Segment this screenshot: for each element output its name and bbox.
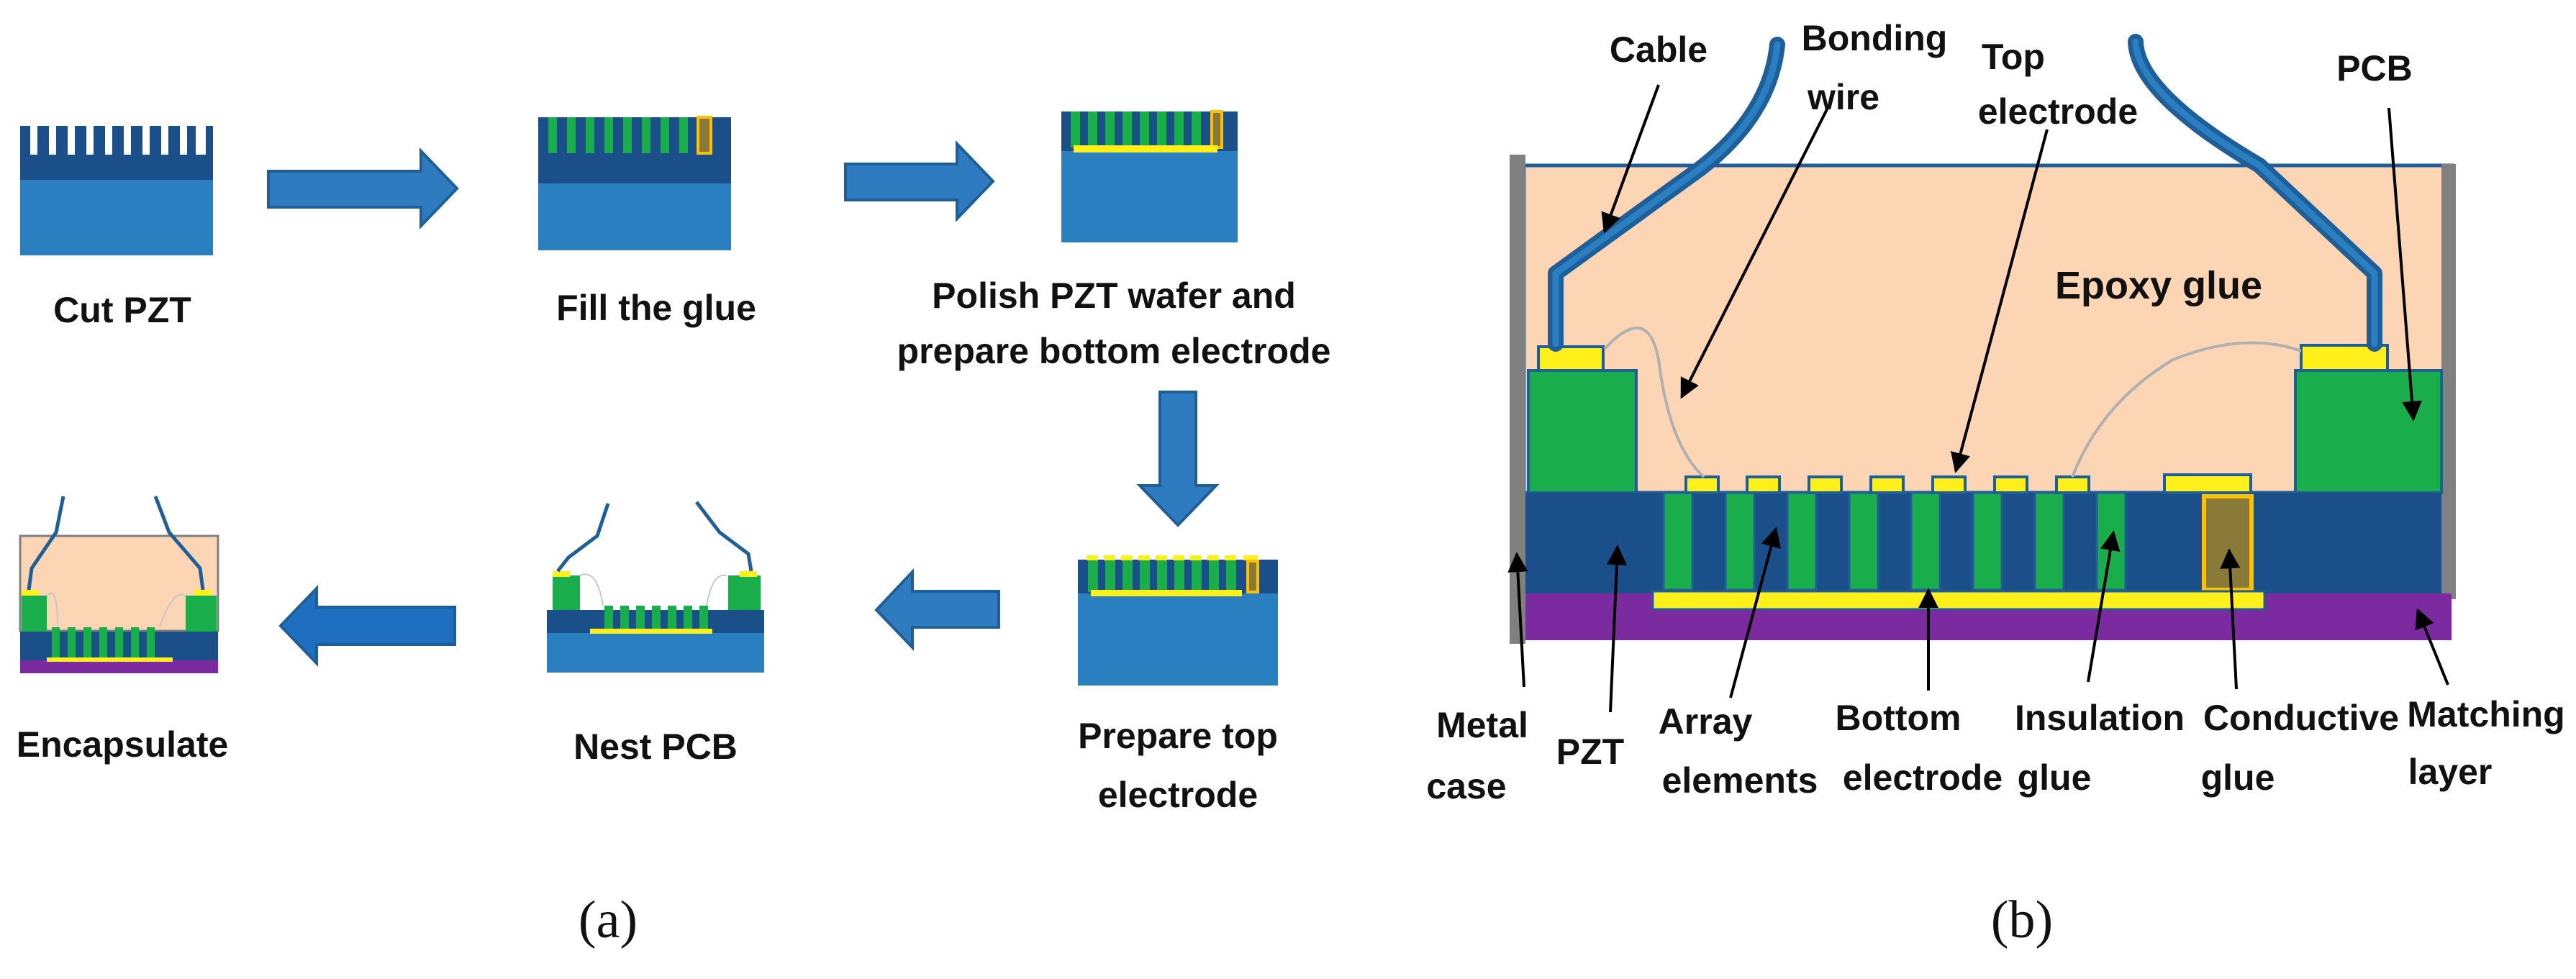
flow-arrow-5 xyxy=(278,585,456,667)
label-array-2: elements xyxy=(1662,760,1818,801)
metal-case-left xyxy=(1510,155,1525,644)
nest-pcb-icon xyxy=(547,501,764,673)
cables xyxy=(1548,34,2382,352)
label-matching-1: Matching xyxy=(2407,694,2564,734)
label-matching-2: layer xyxy=(2408,752,2493,792)
label-conductive-1: Conductive xyxy=(2203,698,2399,738)
panel-a: Cut PZT Fill the glue xyxy=(17,110,1331,950)
label-top-electrode-2: electrode xyxy=(1978,91,2138,132)
flow-arrow-1 xyxy=(267,147,459,229)
step-polish-label-1: Polish PZT wafer and xyxy=(932,276,1296,316)
flow-arrow-3 xyxy=(1136,391,1220,527)
label-bottom-electrode-1: Bottom xyxy=(1836,698,1962,738)
pcb-right xyxy=(2294,369,2443,494)
flow-arrow-2 xyxy=(844,140,995,222)
label-metal-case-2: case xyxy=(1426,766,1506,806)
bonding-wires xyxy=(1603,327,2302,478)
flow-arrow-4 xyxy=(874,568,1000,651)
label-bottom-electrode-2: electrode xyxy=(1843,757,2003,798)
transducer-cross-section xyxy=(1510,34,2456,644)
top-electrodes xyxy=(1684,473,2252,494)
label-array-1: Array xyxy=(1659,701,1753,742)
label-bonding-1: Bonding xyxy=(1802,18,1948,58)
bottom-electrode xyxy=(1651,590,2266,611)
top-electrode-icon xyxy=(1078,555,1278,686)
metal-case-right xyxy=(2441,164,2456,599)
panel-b-caption: (b) xyxy=(1991,891,2053,950)
step-top-label-2: electrode xyxy=(1098,775,1258,815)
panel-a-caption: (a) xyxy=(579,891,638,950)
label-pzt: PZT xyxy=(1556,732,1624,772)
annotation-arrows xyxy=(1507,84,2449,713)
label-bonding-2: wire xyxy=(1807,77,1879,117)
panel-b: Cable Bonding wire Top electrode PCB Epo… xyxy=(1426,18,2564,950)
fill-glue-icon xyxy=(538,116,731,250)
label-top-electrode-1: Top xyxy=(1982,37,2045,77)
pcb-left xyxy=(1527,369,1638,494)
label-conductive-2: glue xyxy=(2201,757,2275,798)
step-cut-label: Cut PZT xyxy=(53,290,191,330)
label-cable: Cable xyxy=(1610,29,1707,70)
label-epoxy-glue: Epoxy glue xyxy=(2055,264,2262,307)
step-top-label-1: Prepare top xyxy=(1078,716,1278,756)
label-pcb: PCB xyxy=(2336,48,2413,88)
cut-pzt-icon xyxy=(20,126,213,255)
label-insulation-2: glue xyxy=(2018,757,2092,798)
label-insulation-1: Insulation xyxy=(2015,698,2185,738)
step-polish-label-2: prepare bottom electrode xyxy=(897,331,1331,371)
step-fill-label: Fill the glue xyxy=(556,288,756,328)
encapsulate-icon xyxy=(19,496,219,673)
label-metal-case-1: Metal xyxy=(1436,705,1528,745)
polish-icon xyxy=(1061,110,1238,242)
step-nest-label: Nest PCB xyxy=(573,727,738,767)
conductive-glue xyxy=(2202,494,2254,592)
step-encapsulate-label: Encapsulate xyxy=(17,724,229,765)
